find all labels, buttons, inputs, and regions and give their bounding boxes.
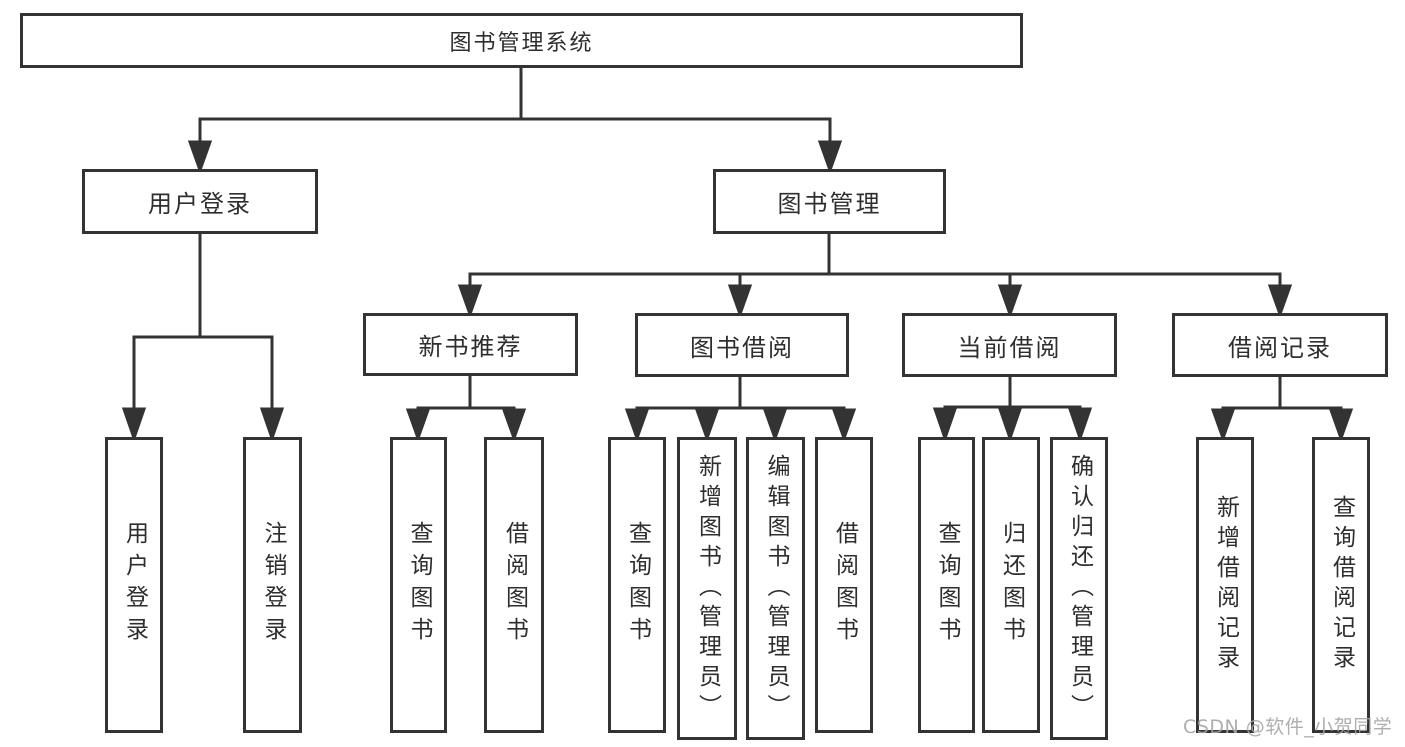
leaf-label: 确认归还（管理员） (1066, 453, 1093, 724)
leaf-label: 编辑图书（管理员） (763, 453, 789, 724)
leaf-query-borrow-record: 查询借阅记录 (1312, 437, 1370, 733)
leaf-add-borrow-record: 新增借阅记录 (1196, 437, 1254, 733)
leaf-edit-books-admin: 编辑图书（管理员） (746, 437, 805, 740)
leaf-borrow-books-borrowing: 借阅图书 (815, 437, 873, 733)
leaf-label: 新增借阅记录 (1212, 495, 1239, 675)
leaf-return-books: 归还图书 (982, 437, 1040, 733)
leaf-logout: 注销登录 (243, 437, 302, 733)
csdn-watermark: CSDN @软件_小贺同学 (1183, 716, 1393, 738)
leaf-label: 查询借阅记录 (1328, 495, 1355, 675)
leaf-label: 归还图书 (998, 521, 1025, 649)
leaf-label: 查询图书 (624, 521, 651, 649)
leaf-query-books-current: 查询图书 (918, 437, 975, 733)
leaf-label: 注销登录 (260, 521, 286, 649)
leaf-label: 借阅图书 (831, 521, 858, 649)
node-borrowing-records: 借阅记录 (1172, 313, 1388, 377)
node-new-book-recommend: 新书推荐 (363, 313, 578, 376)
leaf-confirm-return-admin: 确认归还（管理员） (1050, 437, 1108, 740)
node-library-management-system: 图书管理系统 (20, 13, 1023, 68)
leaf-label: 查询图书 (406, 521, 432, 649)
leaf-label: 借阅图书 (501, 521, 528, 649)
leaf-user-login: 用户登录 (105, 437, 163, 733)
leaf-query-books-borrowing: 查询图书 (608, 437, 666, 733)
node-user-login: 用户登录 (82, 169, 318, 234)
leaf-borrow-books-recommend: 借阅图书 (484, 437, 544, 733)
leaf-add-books-admin: 新增图书（管理员） (677, 437, 737, 740)
node-current-borrowing: 当前借阅 (902, 313, 1117, 377)
leaf-label: 查询图书 (934, 521, 960, 649)
node-book-management: 图书管理 (713, 169, 946, 234)
leaf-label: 用户登录 (121, 521, 148, 649)
leaf-label: 新增图书（管理员） (694, 453, 721, 724)
node-book-borrowing: 图书借阅 (635, 313, 849, 377)
leaf-query-books-recommend: 查询图书 (390, 437, 447, 733)
